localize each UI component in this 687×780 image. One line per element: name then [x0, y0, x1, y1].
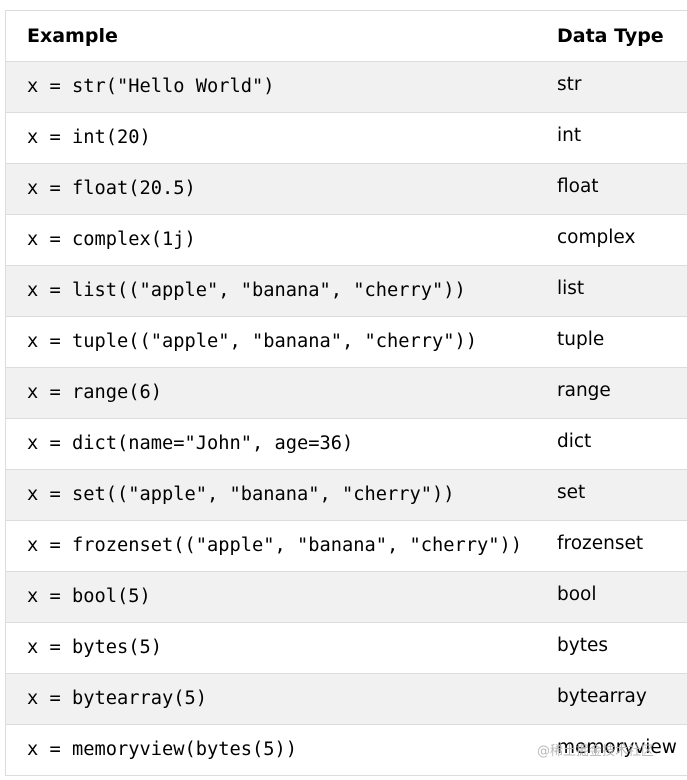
example-cell: x = frozenset(("apple", "banana", "cherr…: [27, 535, 523, 556]
example-cell: x = list(("apple", "banana", "cherry")): [27, 280, 466, 301]
example-cell: x = memoryview(bytes(5)): [27, 739, 298, 760]
table-row: x = tuple(("apple", "banana", "cherry"))…: [6, 317, 687, 368]
table-row: x = bool(5) bool: [6, 572, 687, 623]
watermark: @稀土掘金技术社区: [537, 744, 655, 759]
table-row: x = float(20.5) float: [6, 164, 687, 215]
table-row: x = frozenset(("apple", "banana", "cherr…: [6, 521, 687, 572]
example-cell: x = tuple(("apple", "banana", "cherry")): [27, 331, 478, 352]
data-type-cell: str: [557, 74, 582, 95]
example-cell: x = bytes(5): [27, 637, 163, 658]
data-type-cell: range: [557, 380, 611, 401]
data-type-cell: float: [557, 176, 599, 197]
example-cell: x = bool(5): [27, 586, 151, 607]
example-cell: x = dict(name="John", age=36): [27, 433, 354, 454]
column-header-data-type: Data Type: [557, 25, 664, 47]
data-types-table: Example Data Type x = str("Hello World")…: [5, 10, 687, 776]
table-row: x = bytes(5) bytes: [6, 623, 687, 674]
example-cell: x = range(6): [27, 382, 163, 403]
data-type-cell: int: [557, 125, 582, 146]
example-cell: x = int(20): [27, 127, 151, 148]
data-type-cell: list: [557, 278, 585, 299]
table-row: x = complex(1j) complex: [6, 215, 687, 266]
example-cell: x = complex(1j): [27, 229, 196, 250]
table-row: x = str("Hello World") str: [6, 62, 687, 113]
table-row: x = memoryview(bytes(5)) memoryview: [6, 725, 687, 776]
table-row: x = int(20) int: [6, 113, 687, 164]
data-type-cell: dict: [557, 431, 592, 452]
data-type-cell: tuple: [557, 329, 605, 350]
data-type-cell: complex: [557, 227, 636, 248]
table-row: x = range(6) range: [6, 368, 687, 419]
table-row: x = set(("apple", "banana", "cherry")) se…: [6, 470, 687, 521]
example-cell: x = bytearray(5): [27, 688, 208, 709]
table-row: x = dict(name="John", age=36) dict: [6, 419, 687, 470]
example-cell: x = set(("apple", "banana", "cherry")): [27, 484, 455, 505]
example-cell: x = float(20.5): [27, 178, 196, 199]
table-row: x = bytearray(5) bytearray: [6, 674, 687, 725]
column-header-example: Example: [27, 25, 118, 47]
data-type-cell: memoryview: [557, 737, 677, 758]
table-header-row: Example Data Type: [6, 11, 687, 62]
data-type-cell: bytes: [557, 635, 608, 656]
data-type-cell: frozenset: [557, 533, 644, 554]
data-type-cell: bool: [557, 584, 597, 605]
table-row: x = list(("apple", "banana", "cherry")) l…: [6, 266, 687, 317]
data-type-cell: set: [557, 482, 586, 503]
example-cell: x = str("Hello World"): [27, 76, 275, 97]
data-type-cell: bytearray: [557, 686, 647, 707]
